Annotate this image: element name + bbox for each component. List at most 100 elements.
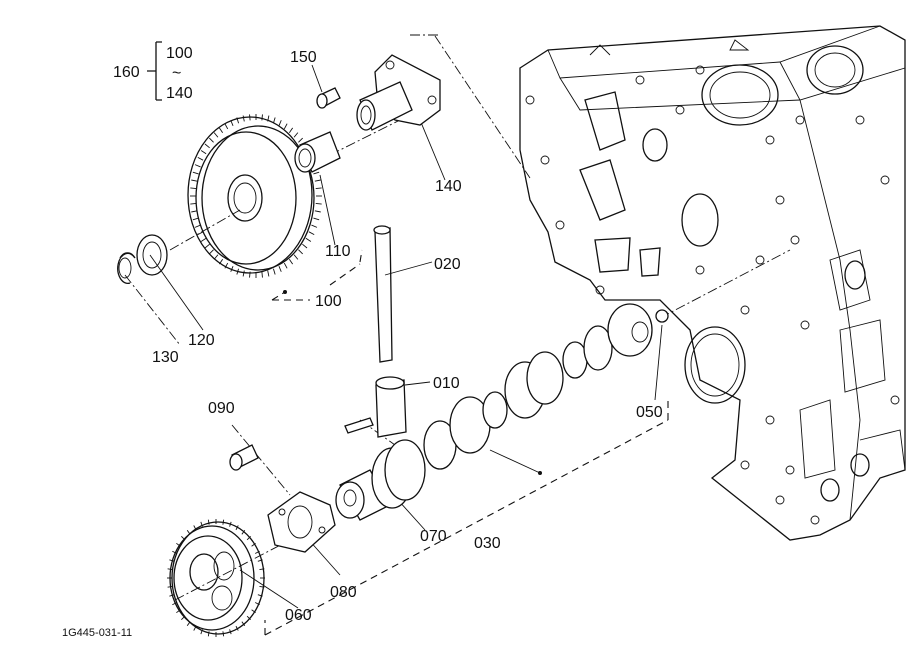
group-range-end: 140 (166, 85, 193, 102)
part-label-140: 140 (435, 178, 462, 195)
bolt-drawing (229, 444, 259, 471)
gear-tooth (261, 271, 263, 278)
gear-tooth (194, 164, 201, 168)
part-label-080: 080 (330, 584, 357, 601)
gear-tooth (218, 127, 224, 134)
part-label-070: 070 (420, 528, 447, 545)
gear-tooth (167, 568, 173, 570)
part-label-150: 150 (290, 49, 317, 66)
gear-tooth (224, 262, 229, 269)
idler-shaft-drawing (294, 54, 441, 173)
gear-tooth (176, 609, 181, 614)
gear-tooth (222, 519, 225, 525)
part-label-050: 050 (636, 404, 663, 421)
gear-tooth (172, 550, 178, 554)
part-label-090: 090 (208, 400, 235, 417)
gear-tooth (200, 237, 207, 242)
gear-tooth (229, 629, 232, 635)
gear-tooth (204, 143, 210, 149)
gear-tooth (230, 266, 234, 272)
gear-tooth (193, 625, 197, 631)
gear-tooth (229, 521, 232, 527)
gear-tooth (190, 187, 197, 189)
gear-tooth (254, 602, 260, 606)
gear-tooth (254, 550, 260, 554)
gear-tooth (305, 237, 312, 242)
gear-tooth (257, 594, 263, 597)
gear-tooth (246, 535, 251, 541)
gear-tooth (288, 258, 294, 265)
gear-tooth (251, 542, 256, 547)
gear-tooth (209, 137, 214, 143)
gear-tooth (176, 542, 181, 547)
thrust-plate-drawing (267, 491, 336, 553)
gear-tooth (230, 120, 234, 126)
gear-tooth (313, 171, 320, 175)
washer-and-circlip-drawing (117, 234, 168, 285)
gear-tooth (293, 254, 299, 260)
gear-tooth (200, 150, 207, 155)
gear-tooth (311, 224, 318, 228)
part-label-130: 130 (152, 349, 179, 366)
gear-tooth (192, 171, 199, 175)
gear-tooth (204, 243, 210, 249)
gear-tooth (207, 631, 210, 637)
cam-gear-drawing (167, 519, 265, 637)
leader-lines (124, 34, 791, 636)
gear-tooth (249, 271, 251, 278)
pushrod-and-tappet-drawing (344, 225, 407, 438)
group-label: 160 100 ~ 140 (113, 41, 193, 102)
gear-tooth (191, 210, 198, 213)
gear-tooth (169, 594, 175, 597)
gear-tooth (186, 621, 191, 626)
gear-tooth (207, 519, 210, 525)
gear-tooth (224, 123, 229, 130)
gear-tooth (192, 217, 199, 221)
gear-tooth (193, 525, 197, 531)
gear-tooth (278, 266, 282, 272)
gear-tooth (283, 262, 288, 269)
gear-tooth (278, 120, 282, 126)
gear-tooth (302, 243, 308, 249)
part-label-060: 060 (285, 607, 312, 624)
gear-tooth (172, 602, 178, 606)
gear-tooth (236, 117, 240, 124)
gear-tooth (259, 568, 265, 570)
gear-tooth (298, 137, 303, 143)
gear-tooth (251, 609, 256, 614)
gear-tooth (288, 127, 294, 134)
gear-tooth (218, 258, 224, 265)
gear-tooth (246, 615, 251, 621)
gear-tooth (197, 231, 204, 236)
part-label-120: 120 (188, 332, 215, 349)
group-range-start: 100 (166, 45, 193, 62)
part-number-labels: 150 140 110 100 120 130 020 010 090 050 … (152, 49, 663, 624)
gear-tooth (242, 115, 245, 122)
gear-tooth (293, 132, 299, 138)
idler-gear-drawing (187, 114, 322, 278)
gear-tooth (308, 231, 315, 236)
gear-tooth (200, 521, 203, 527)
gear-tooth (272, 268, 276, 275)
gear-tooth (191, 179, 198, 182)
gear-tooth (236, 268, 240, 275)
gear-tooth (267, 270, 270, 277)
gear-tooth (298, 249, 303, 255)
part-label-020: 020 (434, 256, 461, 273)
camshaft-drawing (335, 303, 669, 521)
gear-tooth (213, 254, 219, 260)
gear-tooth (259, 586, 265, 588)
gear-tooth (314, 179, 321, 182)
gear-tooth (283, 123, 288, 130)
gear-tooth (272, 117, 276, 124)
gear-tooth (200, 629, 203, 635)
gear-tooth (267, 115, 270, 122)
gear-tooth (169, 559, 175, 562)
gear-tooth (181, 615, 186, 621)
gear-tooth (235, 525, 239, 531)
group-range-separator: ~ (172, 65, 181, 82)
gear-tooth (249, 114, 251, 121)
gear-tooth (190, 203, 197, 205)
gear-tooth (213, 132, 219, 138)
